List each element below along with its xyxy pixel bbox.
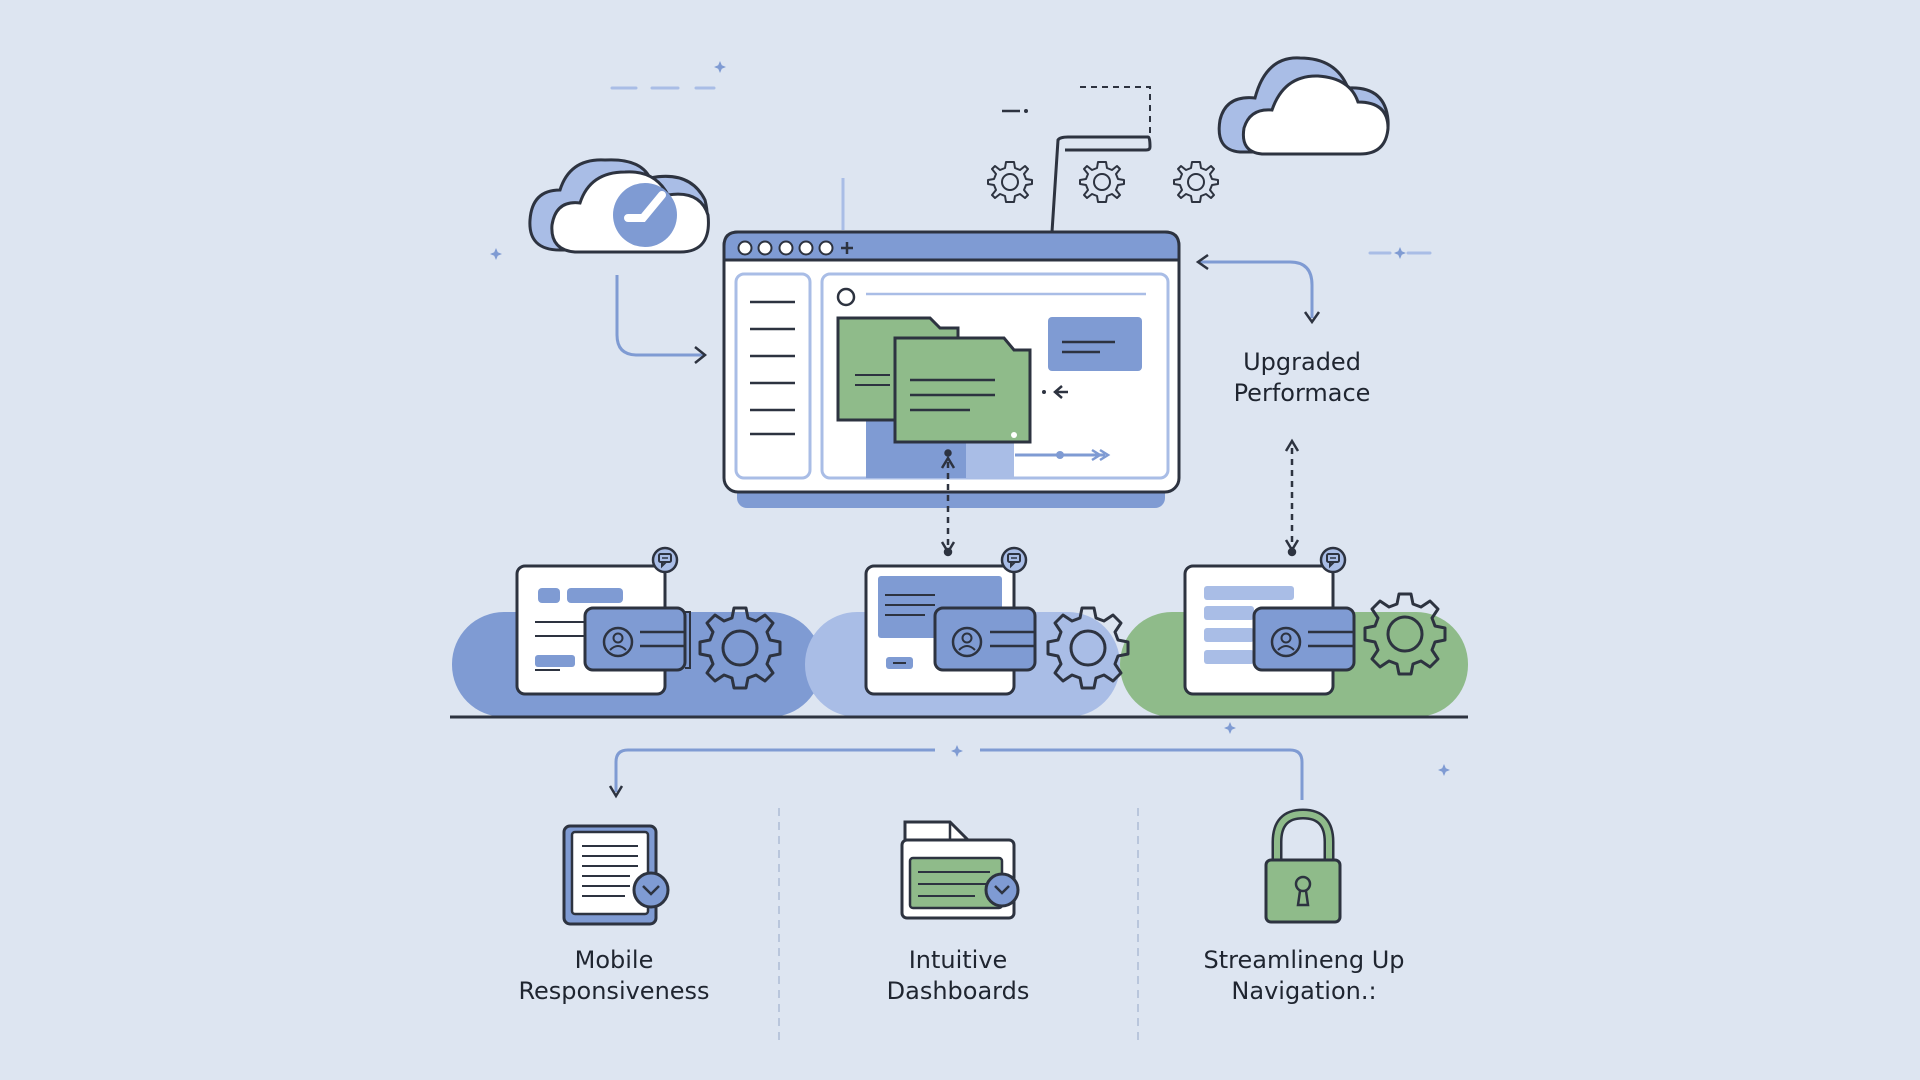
gear-icon — [1079, 161, 1125, 203]
label-line: Upgraded — [1243, 348, 1361, 376]
user-card-icon — [583, 606, 691, 672]
star-icon — [1394, 247, 1406, 259]
connector-lines — [615, 86, 1321, 364]
module-card — [1183, 546, 1356, 696]
chat-badge-icon — [1319, 546, 1347, 574]
star-icon — [1438, 764, 1450, 776]
folder-icon — [893, 336, 1032, 444]
user-card-icon — [933, 606, 1037, 672]
streamlined-navigation-label: Streamlineng Up Navigation.: — [1203, 945, 1404, 1007]
column-dividers — [778, 808, 1139, 1040]
label-line: Performace — [1233, 379, 1371, 407]
label-line: Dashboards — [886, 977, 1030, 1005]
chat-badge-icon — [1000, 546, 1028, 574]
mobile-responsiveness-label: Mobile Responsiveness — [518, 945, 709, 1007]
upgraded-performance-label: Upgraded Performace — [1234, 347, 1371, 409]
connector-lines — [940, 438, 1300, 557]
connector-lines — [608, 748, 1304, 800]
padlock-icon — [1264, 808, 1342, 924]
cloud-check-icon — [528, 158, 710, 254]
document-icon — [562, 824, 670, 926]
gear-icon — [1173, 161, 1219, 203]
star-icon — [1224, 722, 1236, 734]
gear-icon — [987, 161, 1033, 203]
star-icon — [951, 745, 963, 757]
intuitive-dashboards-label: Intuitive Dashboards — [887, 945, 1030, 1007]
module-card — [864, 546, 1037, 696]
cloud-icon — [1217, 56, 1390, 156]
dashboard-icon — [900, 820, 1020, 920]
module-card — [515, 546, 691, 696]
label-line: Streamlineng Up — [1203, 946, 1405, 974]
user-card-icon — [1252, 606, 1356, 672]
chat-badge-icon — [651, 546, 679, 574]
label-line: Mobile — [574, 946, 654, 974]
decorations — [610, 86, 1432, 255]
browser-window-icon — [722, 230, 1181, 508]
label-line: Responsiveness — [518, 977, 710, 1005]
label-line: Navigation.: — [1231, 977, 1377, 1005]
star-icon — [714, 61, 726, 73]
star-icon — [490, 248, 502, 260]
label-line: Intuitive — [908, 946, 1008, 974]
